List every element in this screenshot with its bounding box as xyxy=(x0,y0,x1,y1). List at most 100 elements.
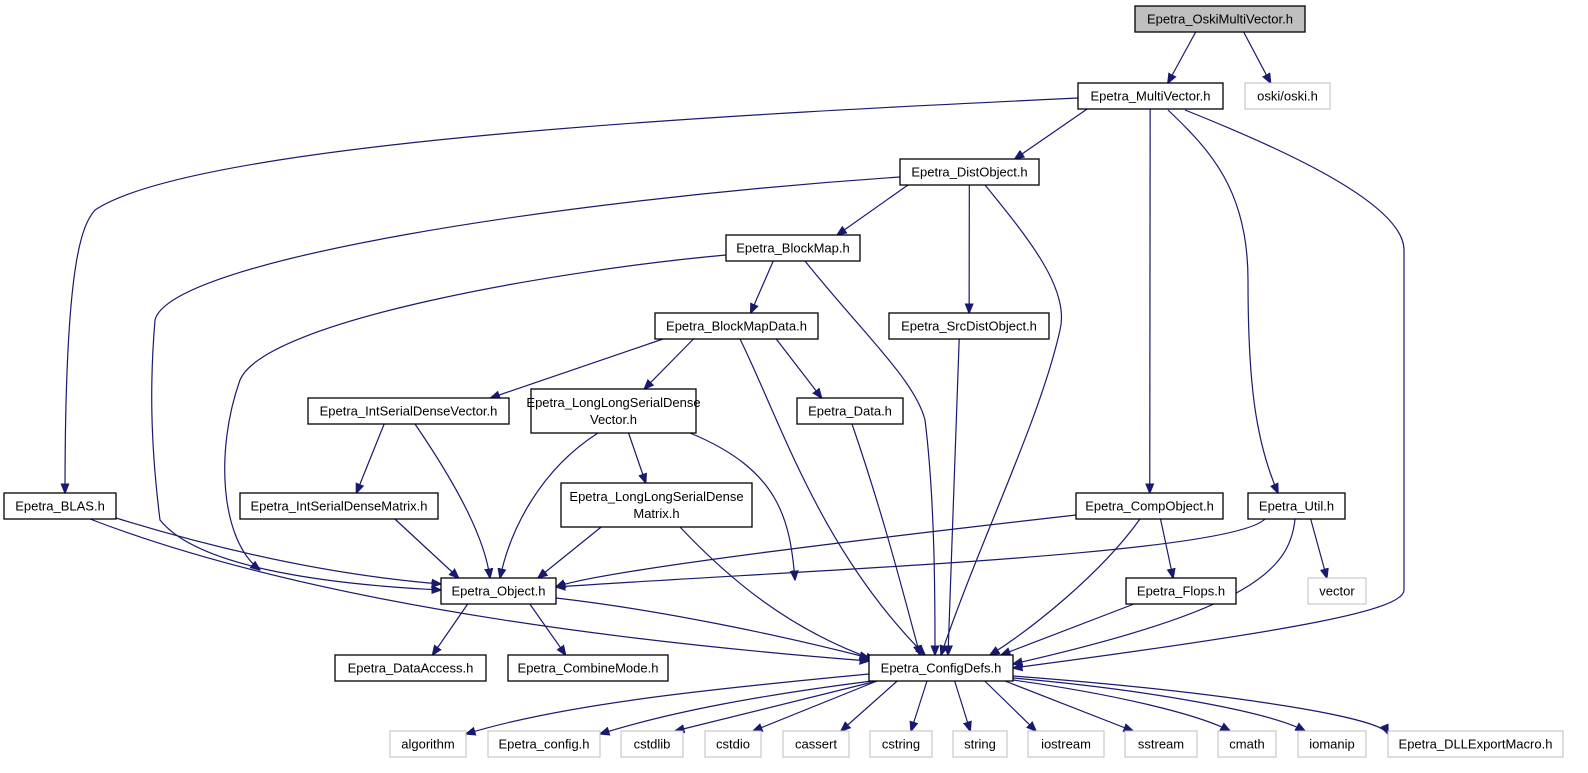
node-blockmap[interactable]: Epetra_BlockMap.h xyxy=(725,234,861,262)
node-oski: oski/oski.h xyxy=(1244,82,1331,110)
node-cstdio: cstdio xyxy=(704,730,762,758)
node-box xyxy=(389,730,467,758)
node-epconfig: Epetra_config.h xyxy=(487,730,601,758)
edge-compobject-to-configdefs xyxy=(990,518,1141,655)
edge-configdefs-to-string xyxy=(954,680,971,731)
edge-configdefs-to-sstream xyxy=(1004,680,1133,731)
node-label: Epetra_Data.h xyxy=(808,404,892,419)
node-dataaccess[interactable]: Epetra_DataAccess.h xyxy=(334,654,487,682)
node-label: sstream xyxy=(1138,737,1184,752)
node-algorithm: algorithm xyxy=(389,730,467,758)
node-compobject[interactable]: Epetra_CompObject.h xyxy=(1075,492,1224,520)
node-label: Epetra_config.h xyxy=(498,737,589,752)
node-box xyxy=(620,730,684,758)
node-box xyxy=(334,654,487,682)
node-label: Epetra_IntSerialDenseMatrix.h xyxy=(250,499,427,514)
node-label: Epetra_BlockMap.h xyxy=(736,241,849,256)
node-intsdm[interactable]: Epetra_IntSerialDenseMatrix.h xyxy=(239,492,439,520)
node-oski_mv[interactable]: Epetra_OskiMultiVector.h xyxy=(1134,5,1306,33)
node-box xyxy=(1077,82,1224,110)
edge-multivector-to-blas xyxy=(65,97,1079,493)
node-box xyxy=(1217,730,1277,758)
node-label: cmath xyxy=(1229,737,1264,752)
node-box xyxy=(725,234,861,262)
edge-llsdv-to-llsdm xyxy=(627,432,646,483)
node-blockmapdata[interactable]: Epetra_BlockMapData.h xyxy=(654,312,819,340)
node-intsdv[interactable]: Epetra_IntSerialDenseVector.h xyxy=(307,397,510,425)
edge-configdefs-to-epconfig xyxy=(600,679,881,734)
edge-llsdv-to-object xyxy=(500,432,599,578)
edge-blas-to-configdefs xyxy=(89,518,869,661)
node-iostream: iostream xyxy=(1027,730,1105,758)
node-combinemode[interactable]: Epetra_CombineMode.h xyxy=(507,654,669,682)
edge-configdefs-to-cstring xyxy=(911,680,928,731)
edge-configdefs-to-cstdlib xyxy=(675,680,878,731)
node-label: Epetra_LongLongSerialDense xyxy=(526,395,700,410)
node-dllexport: Epetra_DLLExportMacro.h xyxy=(1387,730,1564,758)
node-data[interactable]: Epetra_Data.h xyxy=(796,397,904,425)
node-label: Epetra_DLLExportMacro.h xyxy=(1399,737,1553,752)
edge-llsdm-to-object xyxy=(538,526,602,578)
node-box xyxy=(869,730,933,758)
edge-blockmapdata-to-intsdv xyxy=(491,338,664,398)
dependency-nodes: Epetra_OskiMultiVector.hEpetra_MultiVect… xyxy=(3,5,1564,758)
node-label: cstdlib xyxy=(634,737,671,752)
node-label: Epetra_CompObject.h xyxy=(1085,499,1214,514)
node-label: Epetra_Flops.h xyxy=(1137,584,1225,599)
node-util[interactable]: Epetra_Util.h xyxy=(1247,492,1346,520)
node-box xyxy=(1247,492,1346,520)
node-label: Matrix.h xyxy=(633,506,679,521)
edge-util-to-object xyxy=(556,518,1266,587)
node-box xyxy=(307,397,510,425)
node-srcdist[interactable]: Epetra_SrcDistObject.h xyxy=(888,312,1050,340)
node-cstdlib: cstdlib xyxy=(620,730,684,758)
node-box xyxy=(1244,82,1331,110)
node-box xyxy=(1075,492,1224,520)
edge-multivector-to-distobject xyxy=(1015,108,1088,159)
node-flops[interactable]: Epetra_Flops.h xyxy=(1125,577,1237,605)
node-multivector[interactable]: Epetra_MultiVector.h xyxy=(1077,82,1224,110)
node-box xyxy=(530,388,697,434)
node-label: Epetra_DistObject.h xyxy=(911,165,1027,180)
node-configdefs[interactable]: Epetra_ConfigDefs.h xyxy=(868,654,1014,682)
edge-blockmapdata-to-configdefs xyxy=(739,338,925,655)
node-label: iomanip xyxy=(1309,737,1355,752)
node-box xyxy=(1387,730,1564,758)
edge-configdefs-to-iomanip xyxy=(1012,677,1305,731)
node-box xyxy=(507,654,669,682)
edge-blockmapdata-to-llsdv xyxy=(644,338,694,389)
node-box xyxy=(487,730,601,758)
node-label: Epetra_Util.h xyxy=(1259,499,1334,514)
node-label: Epetra_BlockMapData.h xyxy=(666,319,807,334)
node-string: string xyxy=(952,730,1008,758)
node-label: Epetra_CombineMode.h xyxy=(518,661,659,676)
node-iomanip: iomanip xyxy=(1297,730,1367,758)
node-label: iostream xyxy=(1041,737,1091,752)
edge-blockmap-to-configdefs xyxy=(804,260,935,655)
node-object[interactable]: Epetra_Object.h xyxy=(440,577,557,605)
edge-configdefs-to-cassert xyxy=(841,680,898,731)
node-box xyxy=(239,492,439,520)
node-label: cassert xyxy=(795,737,837,752)
node-label: algorithm xyxy=(401,737,454,752)
node-blas[interactable]: Epetra_BLAS.h xyxy=(3,492,117,520)
node-label: Epetra_MultiVector.h xyxy=(1091,89,1211,104)
node-box xyxy=(1134,5,1306,33)
edge-util-to-configdefs xyxy=(1013,518,1296,664)
edge-blockmap-to-object xyxy=(224,254,727,570)
edge-configdefs-to-cmath xyxy=(1012,679,1230,731)
node-distobject[interactable]: Epetra_DistObject.h xyxy=(899,158,1040,186)
node-label: Epetra_ConfigDefs.h xyxy=(881,661,1002,676)
edge-blas-to-object xyxy=(115,517,441,584)
edge-srcdist-to-configdefs xyxy=(948,338,960,655)
edge-intsdv-to-intsdm xyxy=(356,423,385,493)
edge-util-to-vector xyxy=(1310,518,1327,578)
edge-compobject-to-object xyxy=(556,514,1077,587)
node-box xyxy=(704,730,762,758)
node-label: Vector.h xyxy=(590,412,637,427)
node-box xyxy=(796,397,904,425)
node-sstream: sstream xyxy=(1124,730,1198,758)
